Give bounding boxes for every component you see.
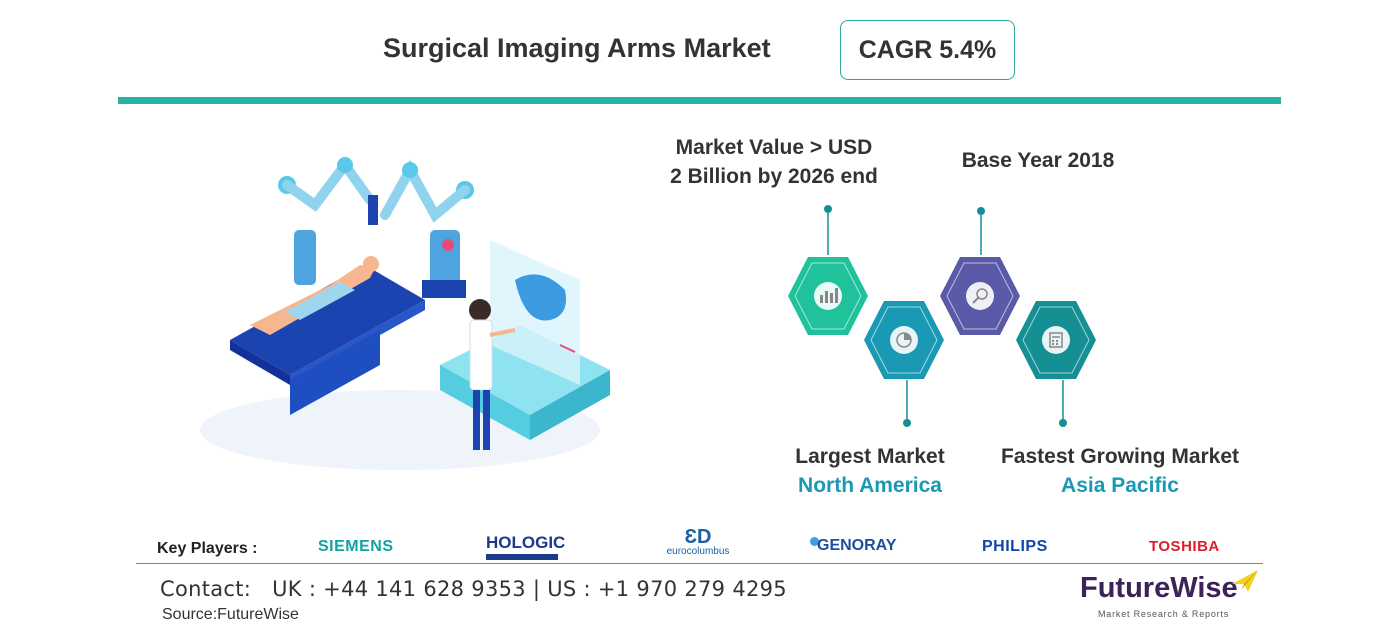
toshiba-logo: TOSHIBA — [1149, 538, 1220, 555]
siemens-logo: SIEMENS — [318, 538, 394, 555]
hologic-logo: HOLOGIC — [486, 533, 565, 560]
hex-pie-chart — [864, 301, 944, 379]
cagr-badge: CAGR 5.4% — [840, 20, 1015, 80]
eurocolumbus-mark: ƐD — [684, 526, 712, 548]
fastest-market-stat: Fastest Growing Market Asia Pacific — [990, 442, 1250, 500]
pie-chart-icon — [896, 332, 912, 348]
key-players-label: Key Players : — [157, 540, 258, 557]
fastest-market-label: Fastest Growing Market — [1000, 445, 1240, 468]
market-value-stat: Market Value > USD 2 Billion by 2026 end — [654, 133, 894, 191]
futurewise-logo: FutureWise Market Research & Reports — [1080, 570, 1260, 620]
footer-divider — [136, 563, 1263, 564]
market-value-line1: Market Value > USD — [675, 136, 873, 159]
base-year-stat: Base Year 2018 — [961, 149, 1115, 172]
hex-magnifier — [940, 257, 1020, 335]
futurewise-brand: FutureWise — [1080, 572, 1238, 604]
magnifier-icon — [972, 288, 988, 304]
genoray-logo-text: GENORAY — [817, 537, 897, 554]
eurocolumbus-logo: ƐD eurocolumbus — [664, 526, 732, 557]
source-note: Source:FutureWise — [162, 606, 299, 623]
page-title: Surgical Imaging Arms Market — [383, 33, 771, 63]
surgical-robot-illustration — [200, 156, 610, 470]
largest-market-value: North America — [798, 474, 942, 497]
calculator-icon — [1049, 332, 1063, 348]
genoray-logo: GENORAY — [810, 537, 896, 555]
hex-calculator — [1016, 301, 1096, 379]
market-value-line2: 2 Billion by 2026 end — [670, 165, 878, 188]
paper-plane-icon — [1232, 570, 1258, 592]
hex-bar-chart — [788, 257, 868, 335]
genoray-dot-icon — [810, 537, 819, 546]
hologic-logo-text: HOLOGIC — [486, 533, 566, 552]
fastest-market-value: Asia Pacific — [1061, 474, 1179, 497]
futurewise-tagline: Market Research & Reports — [1098, 609, 1230, 619]
eurocolumbus-logo-text: eurocolumbus — [666, 546, 730, 557]
hologic-logo-bar — [486, 554, 558, 560]
largest-market-stat: Largest Market North America — [770, 442, 970, 500]
contact-info: Contact: UK : +44 141 628 9353 | US : +1… — [160, 577, 787, 601]
largest-market-label: Largest Market — [795, 445, 945, 468]
bar-chart-icon — [820, 288, 838, 303]
hexagon-infographic — [788, 205, 1096, 427]
philips-logo: PHILIPS — [982, 538, 1048, 555]
title-underline — [118, 97, 1281, 104]
